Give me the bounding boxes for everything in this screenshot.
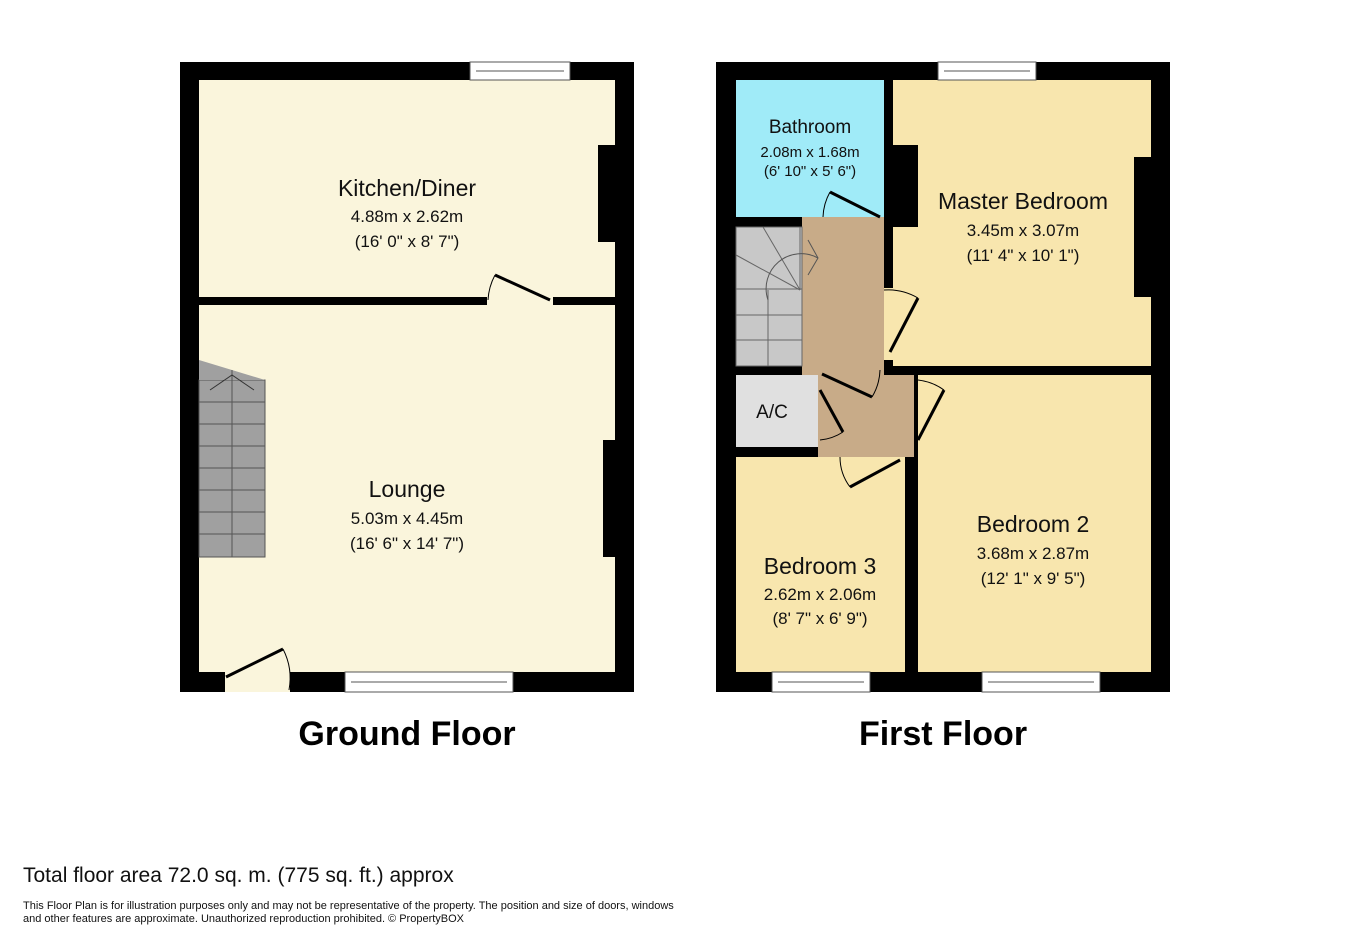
room-dimensions-imperial: (12' 1" x 9' 5") <box>981 569 1086 588</box>
window <box>469 61 571 81</box>
chimney-breast <box>598 145 615 242</box>
room-lounge <box>199 305 615 672</box>
room-name: Bathroom <box>769 117 851 138</box>
room-name: Lounge <box>369 476 446 502</box>
airing-cupboard-door <box>818 389 845 441</box>
room-bedroom-3 <box>736 457 905 672</box>
room-dimensions-imperial: (16' 0" x 8' 7") <box>355 232 460 251</box>
room-dimensions-metric: 3.68m x 2.87m <box>977 544 1089 563</box>
bedroom-2-door <box>916 379 946 441</box>
master-doorway <box>884 288 893 360</box>
floor-label: First Floor <box>859 715 1027 753</box>
bedroom-3-door <box>839 456 901 489</box>
window <box>981 671 1101 693</box>
room-name: Bedroom 3 <box>764 553 877 579</box>
total-floor-area: Total floor area 72.0 sq. m. (775 sq. ft… <box>23 864 454 887</box>
kitchen-doorway <box>487 296 553 306</box>
master-bedroom-door <box>883 289 920 353</box>
room-airing-cupboard <box>736 375 818 447</box>
chimney-breast <box>893 145 918 227</box>
room-name: A/C <box>756 402 788 423</box>
front-door <box>225 647 291 692</box>
room-master-bedroom <box>893 80 1151 366</box>
landing <box>802 217 914 457</box>
staircase <box>735 226 819 367</box>
room-dimensions-imperial: (8' 7" x 6' 9") <box>772 609 867 628</box>
chimney-breast <box>603 440 615 557</box>
room-dimensions-imperial: (16' 6" x 14' 7") <box>350 534 464 553</box>
room-dimensions-metric: 2.62m x 2.06m <box>764 585 876 604</box>
floor-label: Ground Floor <box>298 715 515 753</box>
room-dimensions-metric: 4.88m x 2.62m <box>351 207 463 226</box>
room-name: Master Bedroom <box>938 188 1108 214</box>
kitchen-door <box>487 273 551 302</box>
room-dimensions-imperial: (6' 10" x 5' 6") <box>764 163 856 180</box>
room-bedroom-2 <box>918 375 1151 672</box>
window <box>771 671 871 693</box>
landing-door <box>821 369 881 399</box>
window <box>344 671 514 693</box>
room-bathroom <box>736 80 884 217</box>
room-dimensions-metric: 3.45m x 3.07m <box>967 221 1079 240</box>
chimney-breast <box>1134 157 1151 297</box>
disclaimer: This Floor Plan is for illustration purp… <box>23 900 674 925</box>
room-name: Bedroom 2 <box>977 511 1090 537</box>
room-dimensions-metric: 5.03m x 4.45m <box>351 509 463 528</box>
first-floor-plan: Bathroom 2.08m x 1.68m (6' 10" x 5' 6") … <box>716 61 1170 753</box>
window <box>937 61 1037 81</box>
room-dimensions-metric: 2.08m x 1.68m <box>760 144 859 161</box>
staircase <box>198 360 266 558</box>
bathroom-door <box>822 190 881 219</box>
room-dimensions-imperial: (11' 4" x 10' 1") <box>967 246 1080 265</box>
room-kitchen-diner <box>199 80 615 297</box>
ground-floor-plan: Kitchen/Diner 4.88m x 2.62m (16' 0" x 8'… <box>180 61 634 753</box>
room-name: Kitchen/Diner <box>338 175 476 201</box>
